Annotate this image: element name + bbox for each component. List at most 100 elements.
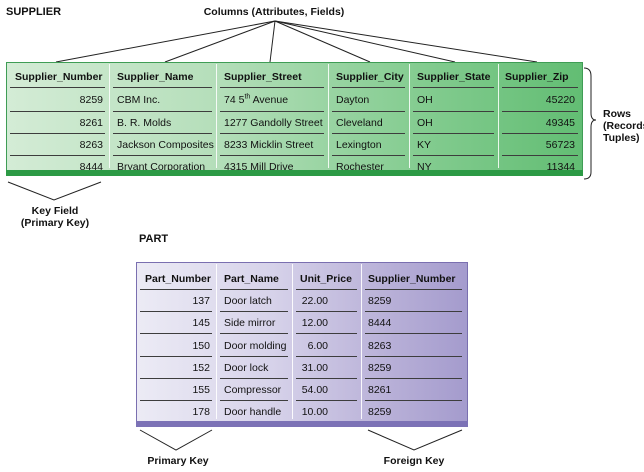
row-rule xyxy=(140,400,212,401)
rows-label-line-3: Tuples) xyxy=(603,132,640,144)
row-rule xyxy=(220,356,288,357)
supplier-name-cell: CBM Inc. xyxy=(117,94,161,106)
row-rule xyxy=(220,311,288,312)
row-rule xyxy=(365,356,462,357)
row-rule xyxy=(365,311,462,312)
supplier-name-cell: Jackson Composites xyxy=(117,139,214,151)
row-rule xyxy=(113,111,212,112)
part-number-cell: 150 xyxy=(192,340,210,352)
row-rule xyxy=(296,356,357,357)
column-separator xyxy=(328,64,329,168)
supplier-number-cell: 8259 xyxy=(79,94,103,106)
unit-price-cell: 6.00 xyxy=(307,340,328,352)
part-supplier-number-cell: 8259 xyxy=(368,362,392,374)
row-rule xyxy=(502,133,578,134)
row-rule xyxy=(140,311,212,312)
supplier-zip-cell: 45220 xyxy=(545,94,575,106)
row-rule xyxy=(113,155,212,156)
row-rule xyxy=(502,87,578,88)
header-supplier-name: Supplier_Name xyxy=(117,71,194,83)
row-rule xyxy=(220,378,288,379)
row-rule xyxy=(140,356,212,357)
part-name-cell: Door handle xyxy=(224,406,282,418)
row-rule xyxy=(10,87,105,88)
row-rule xyxy=(220,289,288,290)
header-part-name: Part_Name xyxy=(224,273,279,285)
supplier-state-cell: KY xyxy=(417,139,432,151)
row-rule xyxy=(296,311,357,312)
row-rule xyxy=(220,111,324,112)
row-rule xyxy=(502,155,578,156)
key-field-label: Key Field (Primary Key) xyxy=(14,205,96,229)
part-name-cell: Compressor xyxy=(224,384,282,396)
rows-brace-icon xyxy=(583,67,597,180)
header-supplier-state: Supplier_State xyxy=(417,71,491,83)
row-rule xyxy=(502,111,578,112)
unit-price-cell: 54.00 xyxy=(301,384,328,396)
row-rule xyxy=(296,289,357,290)
part-supplier-number-cell: 8259 xyxy=(368,295,392,307)
supplier-city-cell: Lexington xyxy=(336,139,382,151)
row-rule xyxy=(332,87,405,88)
row-rule xyxy=(365,289,462,290)
supplier-street-cell: 74 5th Avenue xyxy=(224,94,289,107)
row-rule xyxy=(220,400,288,401)
supplier-city-cell: Rochester xyxy=(336,161,384,173)
column-separator xyxy=(109,64,110,168)
key-field-label-line-2: (Primary Key) xyxy=(20,217,90,229)
header-supplier-number: Supplier_Number xyxy=(15,71,103,83)
part-supplier-number-cell: 8263 xyxy=(368,340,392,352)
row-rule xyxy=(220,333,288,334)
supplier-number-cell: 8444 xyxy=(79,161,103,173)
supplier-street-cell: 8233 Micklin Street xyxy=(224,139,314,151)
foreign-key-wedge-icon xyxy=(367,429,463,451)
primary-key-wedge-icon xyxy=(139,429,213,451)
supplier-number-cell: 8263 xyxy=(79,139,103,151)
row-rule xyxy=(140,289,212,290)
supplier-table-title: SUPPLIER xyxy=(6,6,62,18)
part-supplier-number-cell: 8259 xyxy=(368,406,392,418)
part-name-cell: Door molding xyxy=(224,340,287,352)
part-number-cell: 155 xyxy=(192,384,210,396)
row-rule xyxy=(140,333,212,334)
street-number: 74 5 xyxy=(224,94,245,106)
part-number-cell: 178 xyxy=(192,406,210,418)
key-field-wedge-icon xyxy=(7,181,102,201)
header-part-number: Part_Number xyxy=(145,273,211,285)
street-rest: Avenue xyxy=(250,94,289,106)
row-rule xyxy=(413,155,494,156)
supplier-street-cell: 4315 Mill Drive xyxy=(224,161,294,173)
row-rule xyxy=(365,378,462,379)
column-pointer-lines xyxy=(55,20,538,63)
part-number-cell: 145 xyxy=(192,317,210,329)
rows-label-line-2: (Records, xyxy=(603,120,644,132)
row-rule xyxy=(365,400,462,401)
header-supplier-city: Supplier_City xyxy=(336,71,404,83)
row-rule xyxy=(296,378,357,379)
supplier-street-cell: 1277 Gandolly Street xyxy=(224,117,323,129)
part-supplier-number-cell: 8261 xyxy=(368,384,392,396)
row-rule xyxy=(332,133,405,134)
supplier-state-cell: OH xyxy=(417,94,433,106)
row-rule xyxy=(296,400,357,401)
supplier-zip-cell: 49345 xyxy=(545,117,575,129)
unit-price-cell: 22.00 xyxy=(301,295,328,307)
rows-label: Rows (Records, Tuples) xyxy=(603,108,644,144)
row-rule xyxy=(220,133,324,134)
row-rule xyxy=(10,133,105,134)
column-separator xyxy=(216,264,217,419)
supplier-number-cell: 8261 xyxy=(79,117,103,129)
column-separator xyxy=(361,264,362,419)
supplier-state-cell: OH xyxy=(417,117,433,129)
supplier-city-cell: Cleveland xyxy=(336,117,383,129)
unit-price-cell: 12.00 xyxy=(301,317,328,329)
part-table: Part_Number Part_Name Unit_Price Supplie… xyxy=(136,262,468,427)
primary-key-label: Primary Key xyxy=(147,455,209,467)
row-rule xyxy=(220,87,324,88)
row-rule xyxy=(296,333,357,334)
header-supplier-street: Supplier_Street xyxy=(224,71,302,83)
supplier-zip-cell: 56723 xyxy=(545,139,575,151)
row-rule xyxy=(332,155,405,156)
header-supplier-number: Supplier_Number xyxy=(368,273,456,285)
